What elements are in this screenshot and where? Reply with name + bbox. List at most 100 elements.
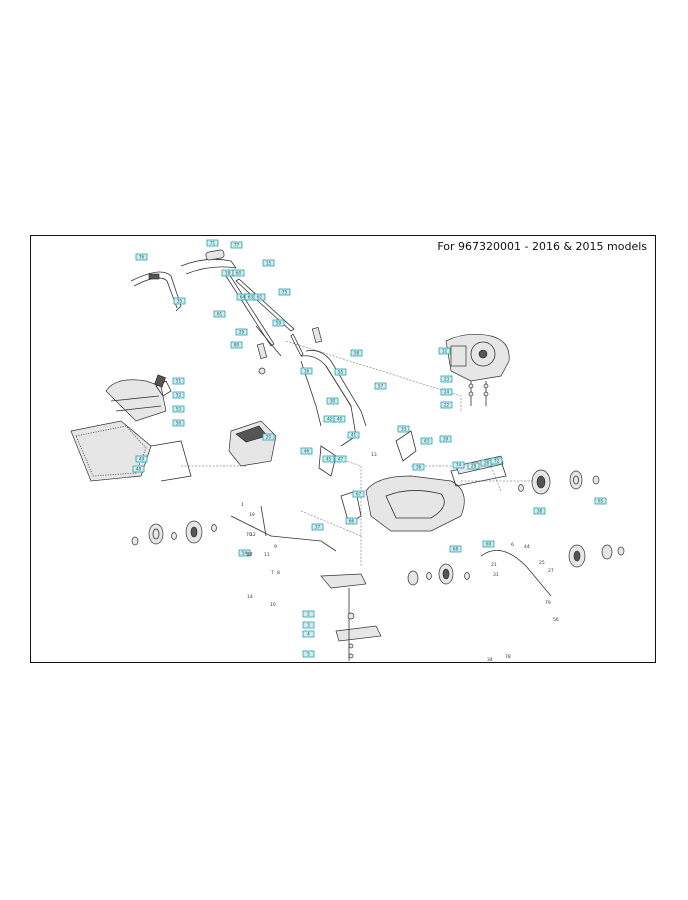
callout-label: 41 — [351, 433, 357, 438]
mower-deck — [318, 430, 507, 532]
callout-label: 48 — [136, 467, 142, 472]
callout-label: 20 — [266, 435, 272, 440]
callout-grass-bag-cover: 53 — [172, 405, 185, 413]
callout-front-axle: 74 — [452, 461, 465, 469]
part-number: 44 — [524, 544, 530, 550]
callout-handle-pin: 62 — [253, 293, 266, 301]
callout-label: 40 — [337, 417, 343, 422]
callout-height-spring: 26 — [480, 459, 493, 467]
part-number: 25 — [539, 560, 545, 566]
callout-grass-bag-frame: 51 — [172, 377, 185, 385]
callout-label: 39 — [443, 437, 449, 442]
callout-label: 71 — [210, 241, 216, 246]
callout-label: 76 — [139, 255, 145, 260]
callout-label: 46 — [304, 449, 310, 454]
callout-adjust-lever: 68 — [449, 545, 462, 553]
callout-engine: 32 — [438, 347, 451, 355]
callout-blade-bolt: 37 — [311, 523, 324, 531]
callout-grass-bag-top: 50 — [172, 419, 185, 427]
callout-engine-bolt-2: 24 — [440, 388, 453, 396]
callout-handle-screw: 15 — [262, 259, 275, 267]
part-number: 31 — [493, 572, 499, 578]
callout-axle-rear: 72 — [490, 457, 503, 465]
callout-label: 38 — [537, 509, 543, 514]
callout-label: 58 — [354, 351, 360, 356]
callout-label: 57 — [378, 384, 384, 389]
callout-label: 60 — [236, 271, 242, 276]
callout-hub-cap-r: 65 — [594, 497, 607, 505]
callout-flap-spring: 40 — [333, 415, 346, 423]
callout-label: 61 — [217, 312, 223, 317]
callout-hub-cap-l: 67 — [352, 490, 365, 498]
callout-label: 72 — [494, 459, 500, 464]
part-number: 78 — [505, 654, 511, 660]
callout-label: 55 — [338, 370, 344, 375]
part-numbers: 7013141191273871191017216252744313456797… — [241, 452, 559, 663]
callout-label: 64 — [240, 295, 246, 300]
callout-grass-bag-side: 49 — [135, 455, 148, 463]
callout-lower-handle-l: 16 — [300, 367, 313, 375]
handle-assembly — [130, 249, 367, 447]
callout-discharge-plug: 33 — [397, 425, 410, 433]
callout-blade-nut: 5 — [302, 650, 315, 658]
diagram-frame: For 967320001 - 2016 & 2015 models — [30, 235, 656, 663]
callout-label: 37 — [315, 525, 321, 530]
part-number: 8 — [277, 570, 280, 576]
part-number: 10 — [270, 602, 276, 608]
callout-bracket-upper: 61 — [213, 310, 226, 318]
page-title: For 967320001 - 2016 & 2015 models — [437, 240, 647, 253]
callout-lower-handle-r: 55 — [334, 368, 347, 376]
part-number: 73 — [246, 552, 252, 558]
callout-label: 29 — [239, 330, 245, 335]
grass-bag — [70, 374, 192, 482]
callout-deck-bracket: 36 — [412, 463, 425, 471]
callout-adjust-lever-2: 69 — [482, 540, 495, 548]
callout-label: 22 — [444, 403, 450, 408]
part-number: 6 — [511, 542, 514, 548]
callout-engine-bolt-3: 22 — [440, 401, 453, 409]
callout-engine-bolt-1: 23 — [440, 375, 453, 383]
callout-label: 54 — [242, 551, 248, 556]
callout-handle-tube-l: 29 — [235, 328, 248, 336]
callout-label: 75 — [282, 290, 288, 295]
part-number: 27 — [548, 568, 554, 574]
callout-rear-guard: 41 — [347, 431, 360, 439]
callout-handle-top: 71 — [206, 239, 219, 247]
part-number: 1 — [241, 502, 244, 508]
callout-handle-bar: 77 — [230, 241, 243, 249]
callout-label: 2 — [307, 612, 310, 617]
callout-label: 43 — [424, 439, 430, 444]
battery-pack — [228, 420, 277, 467]
callout-label: 49 — [139, 457, 145, 462]
callout-label: 30 — [330, 399, 336, 404]
callout-bail-left: 76 — [135, 253, 148, 261]
callout-label: 5 — [307, 652, 310, 657]
callout-cable-upper: 60 — [232, 269, 245, 277]
callout-label: 50 — [176, 421, 182, 426]
part-number: 34 — [487, 657, 493, 663]
callout-label: 18 — [225, 271, 231, 276]
callout-rear-flap: 42 — [323, 415, 336, 423]
wheels — [131, 469, 625, 597]
callout-label: 36 — [416, 465, 422, 470]
callout-label: 69 — [486, 542, 492, 547]
callout-handle-tube-m: 80 — [230, 341, 243, 349]
part-number: 11 — [264, 552, 270, 558]
callout-bag-mesh: 20 — [262, 433, 275, 441]
exploded-parts-diagram: 7177763518606463621575612980595152535049… — [70, 239, 625, 663]
part-number: 14 — [247, 594, 253, 600]
callout-handle-upper-r: 75 — [278, 288, 291, 296]
callout-handle-clamp: 59 — [272, 319, 285, 327]
part-number: 13 — [371, 452, 377, 458]
callout-label: 80 — [234, 343, 240, 348]
callout-knob-right: 58 — [350, 349, 363, 357]
callout-label: 52 — [176, 393, 182, 398]
callout-handle-bolt: 57 — [374, 382, 387, 390]
part-number: 21 — [491, 562, 497, 568]
callout-label: 66 — [349, 519, 355, 524]
callout-drive-pulley: 47 — [334, 455, 347, 463]
callout-label: 16 — [304, 369, 310, 374]
callout-bail-lower: 35 — [173, 297, 186, 305]
callout-label: 67 — [356, 492, 362, 497]
callout-label: 53 — [176, 407, 182, 412]
